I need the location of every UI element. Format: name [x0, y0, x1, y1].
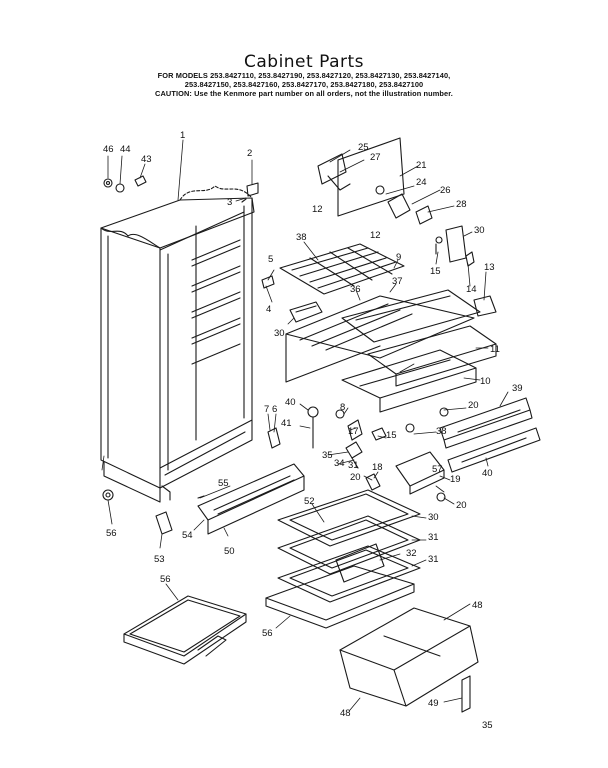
callout-label: 30 [274, 328, 285, 339]
callout-label: 40 [482, 468, 493, 479]
lower-left-parts [102, 463, 305, 665]
callout-label: 35 [322, 450, 333, 461]
callout-label: 48 [472, 600, 483, 611]
callout-label: 7 [264, 404, 269, 415]
callout-label: 56 [262, 628, 273, 639]
callout-label: 14 [466, 284, 477, 295]
callout-label: 1 [180, 130, 185, 141]
leader-lines [101, 139, 509, 711]
top-hardware [103, 175, 275, 289]
callout-label: 46 [103, 144, 114, 155]
callout-label: 11 [490, 344, 500, 355]
callout-label: 21 [416, 160, 427, 171]
callout-label: 54 [182, 530, 193, 541]
models-line-1: FOR MODELS 253.8427110, 253.8427190, 253… [157, 71, 451, 80]
callout-label: 55 [218, 478, 229, 489]
callout-label: 6 [272, 404, 277, 415]
callout-label: 2 [247, 148, 252, 159]
callout-label: 43 [141, 154, 152, 165]
rail-parts [405, 397, 541, 473]
callout-label: 9 [396, 252, 401, 263]
callout-label: 15 [386, 430, 397, 441]
callout-label: 52 [304, 496, 315, 507]
models-line-2: 253.8427150, 253.8427160, 253.8427170, 2… [184, 80, 424, 89]
callout-label: 12 [312, 204, 323, 215]
callout-label: 17 [348, 426, 359, 437]
callout-label: 40 [285, 397, 296, 408]
callout-label: 32 [406, 548, 417, 559]
callout-label: 5 [268, 254, 273, 265]
callout-label: 49 [428, 698, 439, 709]
crisper-drawers [339, 607, 479, 713]
upper-door-parts [317, 137, 497, 317]
callout-label: 30 [474, 225, 485, 236]
callout-label: 4 [266, 304, 271, 315]
callout-label: 15 [430, 266, 441, 277]
callout-label: 38 [436, 426, 447, 437]
callout-label: 18 [372, 462, 383, 473]
callout-label: 31 [428, 532, 439, 543]
callout-label: 26 [440, 185, 451, 196]
callout-label: 50 [224, 546, 235, 557]
callout-labels: 46 44 43 1 2 3 25 27 21 24 26 28 12 12 3… [103, 130, 523, 731]
callout-label: 20 [456, 500, 467, 511]
callout-label: 28 [456, 199, 467, 210]
callout-label: 12 [370, 230, 381, 241]
callout-label: 44 [120, 144, 131, 155]
control-parts [267, 406, 446, 502]
upper-shelf-assembly [279, 243, 497, 413]
diagram-title: Cabinet Parts [243, 52, 365, 72]
callout-label: 8 [340, 402, 345, 413]
callout-label: 34 [334, 458, 345, 469]
callout-label: 37 [392, 276, 403, 287]
callout-label: 31 [428, 554, 439, 565]
callout-label: 20 [468, 400, 479, 411]
callout-label: 56 [160, 574, 171, 585]
callout-label: 56 [106, 528, 117, 539]
callout-label: 57 [432, 464, 443, 475]
callout-label: 3 [227, 197, 232, 208]
callout-label: 30 [428, 512, 439, 523]
callout-label: 27 [370, 152, 381, 163]
callout-label: 39 [512, 383, 523, 394]
caution-note: CAUTION: Use the Kenmore part number on … [155, 89, 453, 98]
callout-label: 31 [348, 460, 359, 471]
callout-label: 10 [480, 376, 491, 387]
glass-shelves [265, 489, 421, 629]
callout-label: 48 [340, 708, 351, 719]
callout-label: 41 [281, 418, 292, 429]
callout-label: 13 [484, 262, 495, 273]
page-number: 35 [482, 720, 493, 731]
callout-label: 53 [154, 554, 165, 565]
callout-label: 25 [358, 142, 369, 153]
callout-label: 19 [450, 474, 461, 485]
callout-label: 38 [296, 232, 307, 243]
callout-label: 24 [416, 177, 427, 188]
callout-label: 20 [350, 472, 361, 483]
cabinet-body [100, 185, 255, 503]
callout-label: 36 [350, 284, 361, 295]
